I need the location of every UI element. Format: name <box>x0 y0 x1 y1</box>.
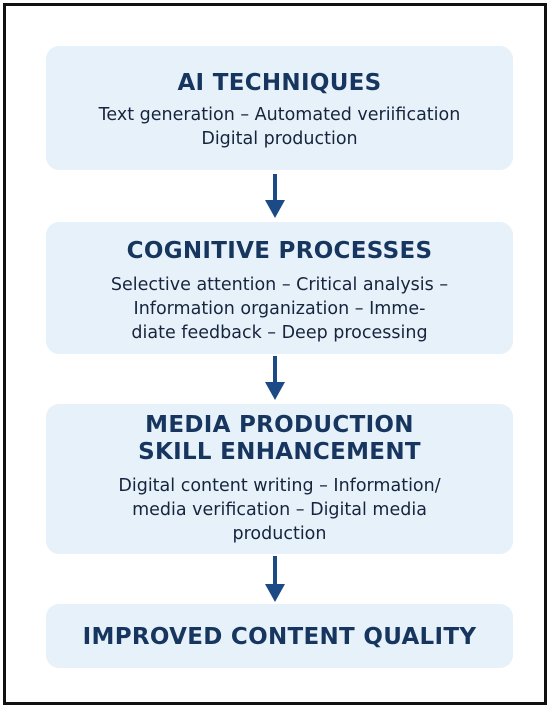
step-description: Digital content writing – Information/ m… <box>46 474 513 546</box>
arrow-down-icon <box>265 174 285 218</box>
step-title: COGNITIVE PROCESSES <box>46 238 513 265</box>
arrow-down-icon <box>265 356 285 400</box>
step-cognitive-processes: COGNITIVE PROCESSES Selective attention … <box>46 222 513 354</box>
step-description-line: Selective attention – Critical analysis … <box>110 275 449 295</box>
step-title-line: AI TECHNIQUES <box>177 70 382 96</box>
step-description-line: media verification – Digital media <box>132 500 427 520</box>
diagram-frame: AI TECHNIQUES Text generation – Automate… <box>3 3 547 705</box>
step-ai-techniques: AI TECHNIQUES Text generation – Automate… <box>46 46 513 170</box>
step-title: IMPROVED CONTENT QUALITY <box>46 624 513 651</box>
step-description-line: Digital production <box>201 129 358 149</box>
step-description-line: production <box>232 524 327 544</box>
step-description-line: Text generation – Automated veriificatio… <box>98 105 461 125</box>
step-title-line: SKILL ENHANCEMENT <box>138 439 421 465</box>
step-media-production-skill-enhancement: MEDIA PRODUCTION SKILL ENHANCEMENT Digit… <box>46 404 513 554</box>
step-description-line: diate feedback – Deep processing <box>131 323 428 343</box>
step-description: Selective attention – Critical analysis … <box>46 273 513 345</box>
step-improved-content-quality: IMPROVED CONTENT QUALITY <box>46 604 513 668</box>
step-title-line: MEDIA PRODUCTION <box>145 412 414 438</box>
step-title: AI TECHNIQUES <box>46 70 513 97</box>
step-title-line: IMPROVED CONTENT QUALITY <box>82 624 477 650</box>
step-title: MEDIA PRODUCTION SKILL ENHANCEMENT <box>46 412 513 466</box>
step-description-line: Digital content writing – Information/ <box>118 476 441 496</box>
arrow-down-icon <box>265 556 285 602</box>
step-description: Text generation – Automated veriificatio… <box>46 103 513 151</box>
step-title-line: COGNITIVE PROCESSES <box>126 238 433 264</box>
step-description-line: Information organization – Imme- <box>133 299 426 319</box>
